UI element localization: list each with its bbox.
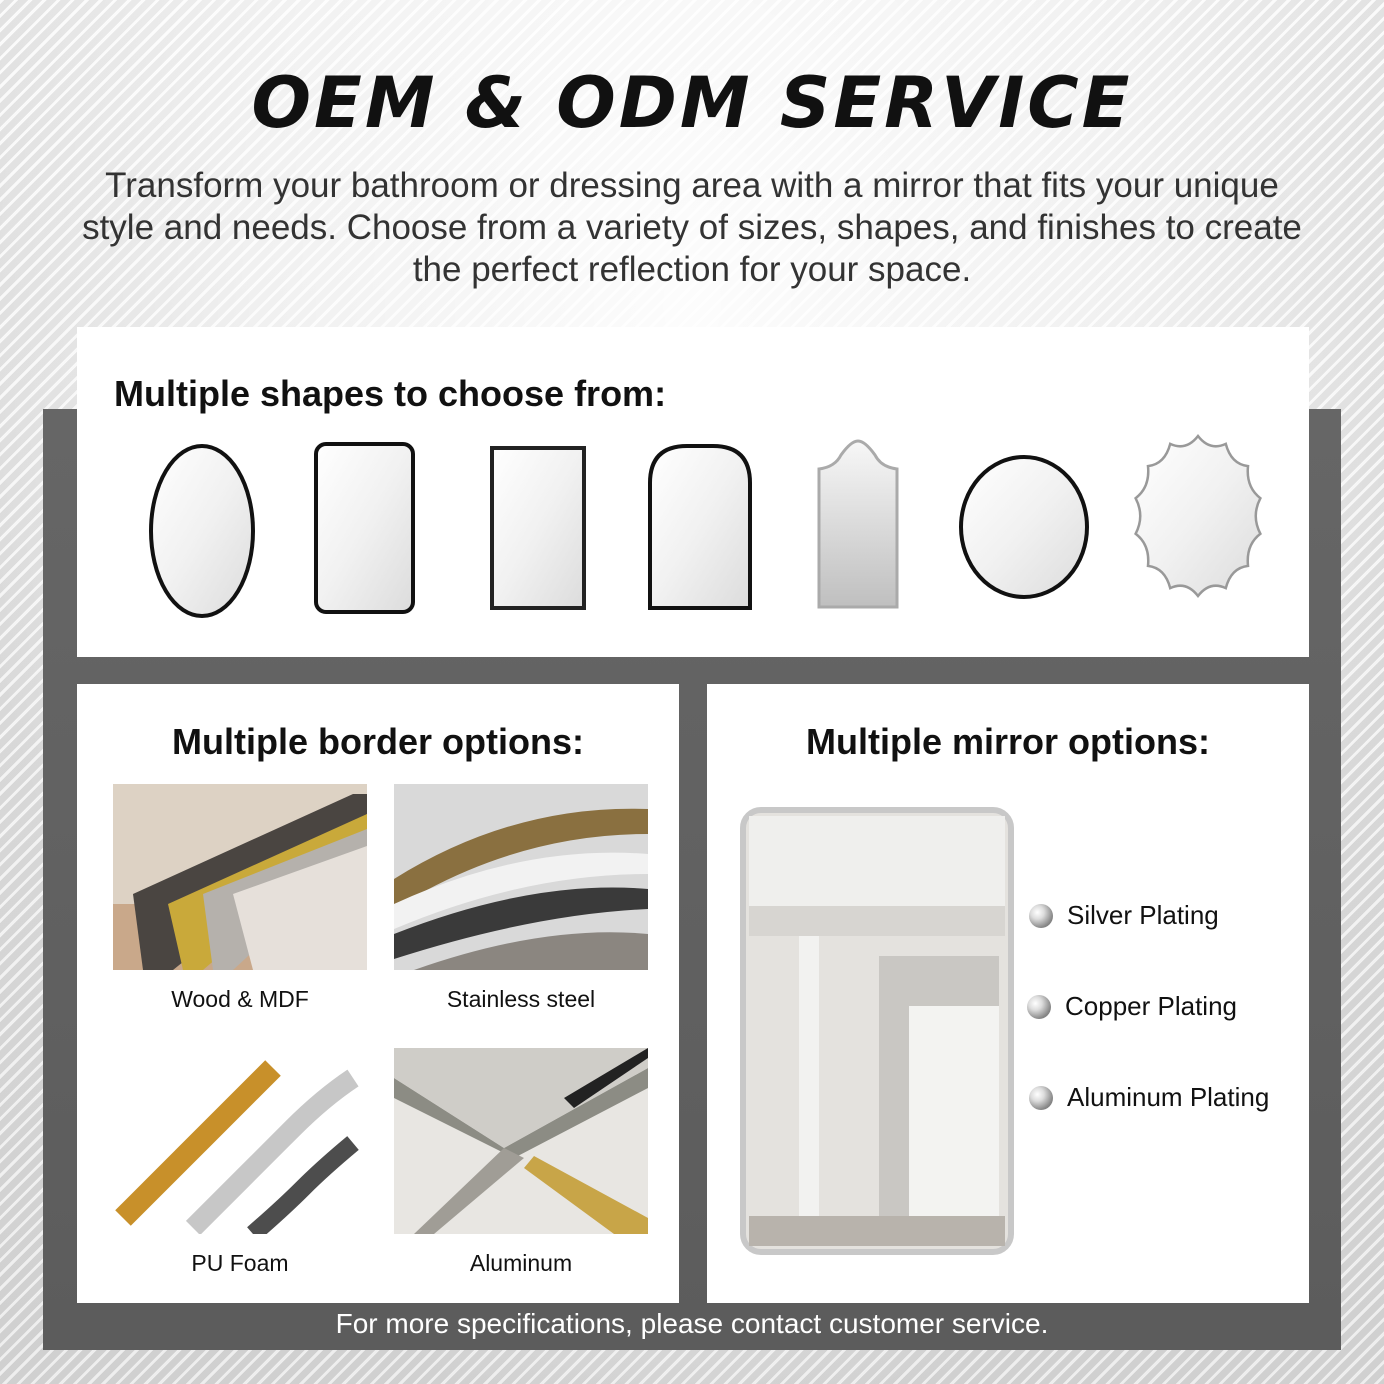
mirror-options-card: Multiple mirror options: Silver Plating … — [707, 684, 1309, 1303]
wood-mdf-image — [113, 784, 367, 970]
footer-note: For more specifications, please contact … — [335, 1308, 1049, 1339]
border-label-aluminum: Aluminum — [469, 1250, 573, 1276]
shapes-card: Multiple shapes to choose from: — [77, 327, 1309, 657]
border-label-stainless: Stainless steel — [446, 986, 596, 1012]
mirror-photo — [740, 807, 1014, 1255]
bullet-icon — [1029, 1085, 1053, 1110]
border-label-pu-foam: PU Foam — [191, 1250, 289, 1276]
mirror-option-aluminum: Aluminum Plating — [1029, 1082, 1269, 1113]
bullet-icon — [1027, 994, 1051, 1019]
mirror-options-heading: Multiple mirror options: — [806, 721, 1210, 762]
border-label-wood: Wood & MDF — [171, 986, 309, 1012]
border-options-card: Multiple border options: Wood & MDF Stai… — [77, 684, 679, 1303]
round-mirror-icon — [959, 455, 1089, 599]
shapes-heading: Multiple shapes to choose from: — [114, 373, 667, 414]
mirror-option-label: Silver Plating — [1067, 900, 1219, 930]
arched-mirror-icon — [648, 444, 752, 610]
bullet-icon — [1029, 903, 1053, 928]
mirror-option-label: Aluminum Plating — [1067, 1082, 1270, 1112]
mirror-option-copper: Copper Plating — [1027, 991, 1237, 1022]
border-options-heading: Multiple border options: — [172, 721, 584, 762]
rectangle-mirror-icon — [490, 446, 586, 610]
intro-text: Transform your bathroom or dressing area… — [82, 166, 1302, 289]
stainless-steel-image — [394, 784, 648, 970]
mirror-option-label: Copper Plating — [1065, 991, 1237, 1021]
sunburst-mirror-icon — [1134, 433, 1262, 599]
scalloped-arch-mirror-icon — [817, 439, 899, 609]
mirror-option-silver: Silver Plating — [1029, 900, 1219, 931]
page-title: OEM & ODM SERVICE — [251, 62, 1133, 144]
aluminum-image — [394, 1048, 648, 1234]
pu-foam-image — [113, 1048, 367, 1234]
rounded-rectangle-mirror-icon — [314, 442, 415, 614]
oval-mirror-icon — [149, 444, 255, 618]
